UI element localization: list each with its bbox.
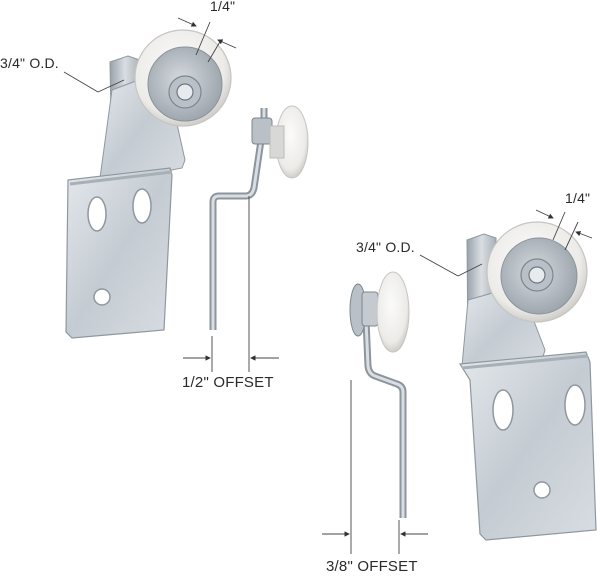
- dimension-lines-1: [63, 17, 279, 372]
- offset-label-2: 3/8" OFFSET: [326, 558, 418, 575]
- roller-od-label-1: 3/4" O.D.: [0, 55, 59, 71]
- mounting-slot-icon: [564, 384, 586, 426]
- offset-rod-1: [209, 105, 309, 330]
- roller-width-label-2: 1/4": [565, 190, 591, 206]
- offset-label-1: 1/2" OFFSET: [182, 374, 274, 391]
- roller-width-label-1: 1/4": [210, 0, 236, 14]
- dimension-lines-2: [322, 209, 593, 554]
- mounting-slot-icon: [87, 196, 107, 232]
- roller-od-label-2: 3/4" O.D.: [356, 239, 415, 255]
- mounting-hole-icon: [93, 288, 111, 306]
- mounting-slot-icon: [132, 188, 152, 224]
- mounting-slot-icon: [492, 389, 514, 431]
- mounting-hole-icon: [533, 481, 551, 499]
- roller-wheel-1: [134, 29, 232, 127]
- roller-wheel-2: [486, 221, 588, 323]
- bracket-assembly-2: [458, 221, 597, 541]
- bracket-assembly-1: [65, 29, 232, 339]
- offset-rod-2: [349, 271, 410, 518]
